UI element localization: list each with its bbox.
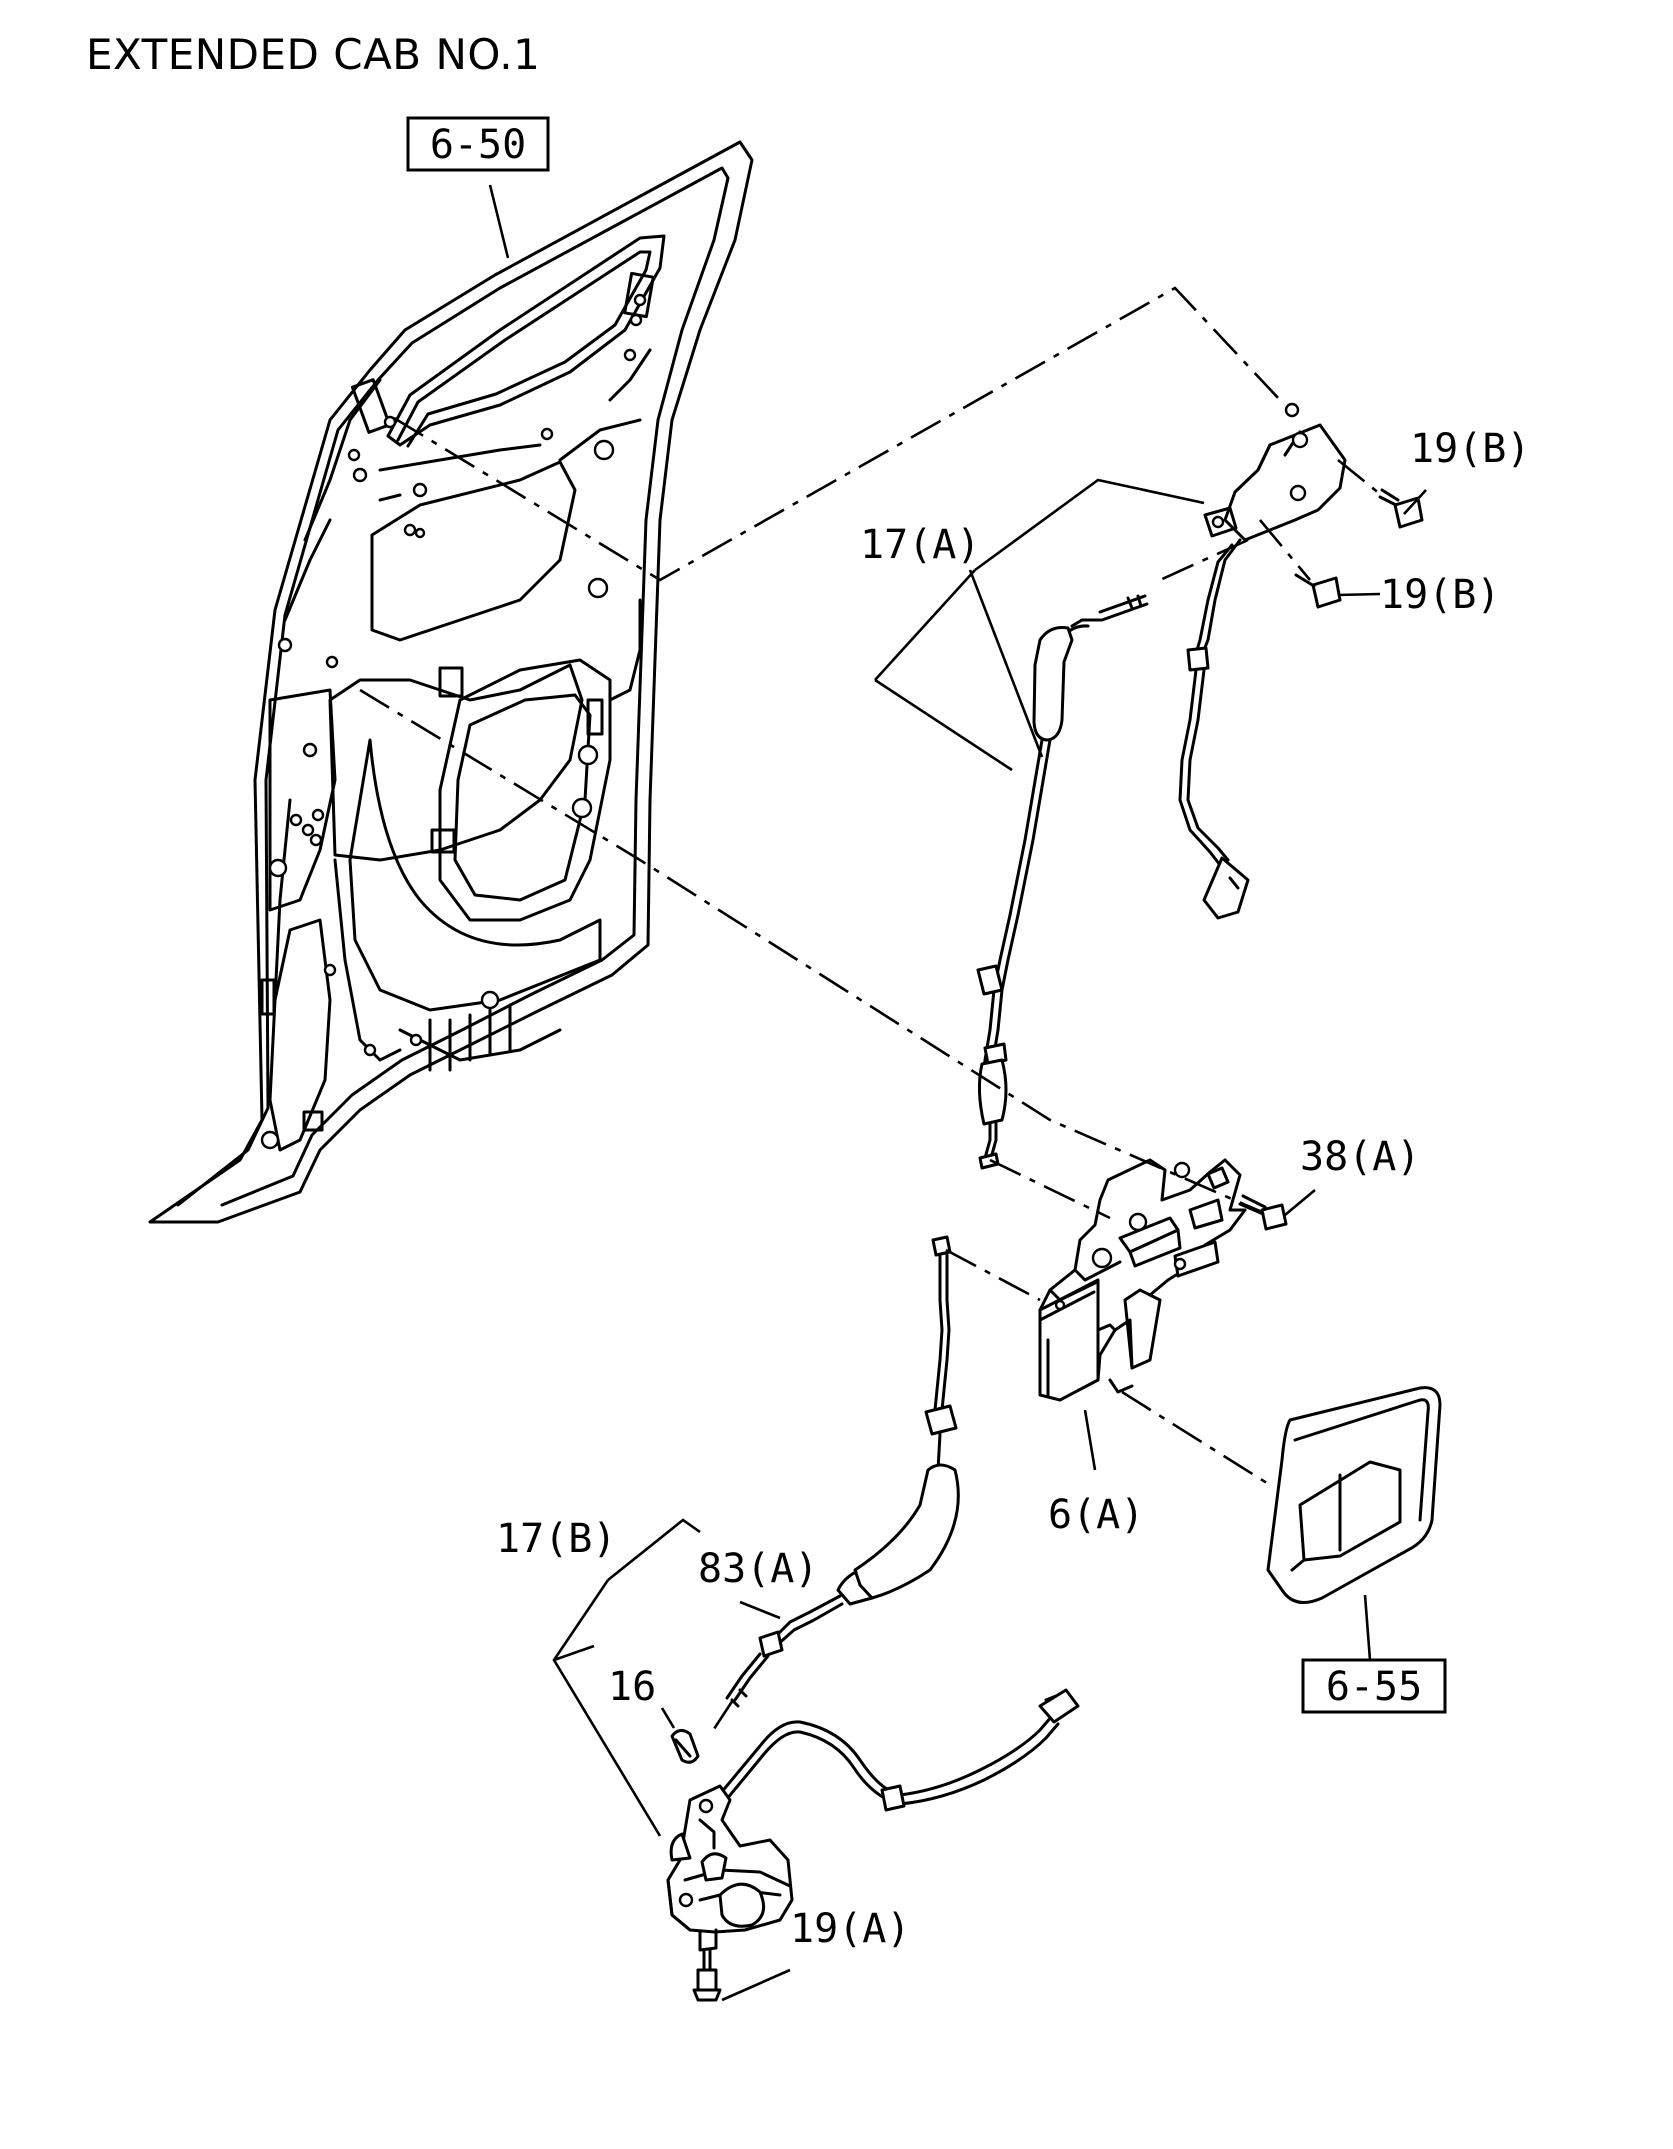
callout-19A: 19(A) (790, 1906, 910, 1952)
reference-box-6-55: 6-55 (1301, 1658, 1447, 1714)
inside-handle-bracket (1203, 402, 1347, 542)
bolt-38A-icon (1238, 1194, 1288, 1231)
inside-handle-bezel (1266, 1386, 1442, 1604)
assembly-alignment-lines (359, 286, 1381, 1736)
bolt-19B-upper-icon (1378, 488, 1424, 529)
bolt-19A-icon (692, 1948, 722, 2002)
lock-rod-17A (976, 618, 1102, 1170)
callout-19B-upper: 19(B) (1410, 426, 1530, 472)
screw-16-icon (670, 1729, 700, 1764)
callout-17B: 17(B) (496, 1516, 616, 1562)
door-control-unit-6A (1038, 1158, 1247, 1402)
handle-cable-17A (1178, 538, 1250, 920)
rod-end-pin-icon (1098, 594, 1149, 622)
callout-38A: 38(A) (1300, 1134, 1420, 1180)
rear-latch-cable-83A (725, 1594, 844, 1708)
reference-box-6-50: 6-50 (406, 116, 550, 172)
ref-6-55-label: 6-55 (1326, 1664, 1422, 1710)
callout-83A: 83(A) (698, 1546, 818, 1592)
door-inner-panel (148, 140, 754, 1224)
callout-6A: 6(A) (1048, 1492, 1144, 1538)
rear-door-latch-17B (666, 1784, 794, 1952)
callout-17A: 17(A) (860, 522, 980, 568)
page-title: EXTENDED CAB NO.1 (86, 30, 541, 79)
rear-latch-electrical-harness (713, 1688, 1080, 1812)
callout-leaders (488, 184, 1427, 2002)
callout-19B-lower: 19(B) (1380, 572, 1500, 618)
ref-6-50-label: 6-50 (430, 122, 526, 168)
callout-16: 16 (608, 1664, 656, 1710)
rear-lock-rod (836, 1235, 960, 1606)
panel-holes (260, 293, 647, 1150)
bolt-19B-lower-icon (1294, 573, 1342, 609)
